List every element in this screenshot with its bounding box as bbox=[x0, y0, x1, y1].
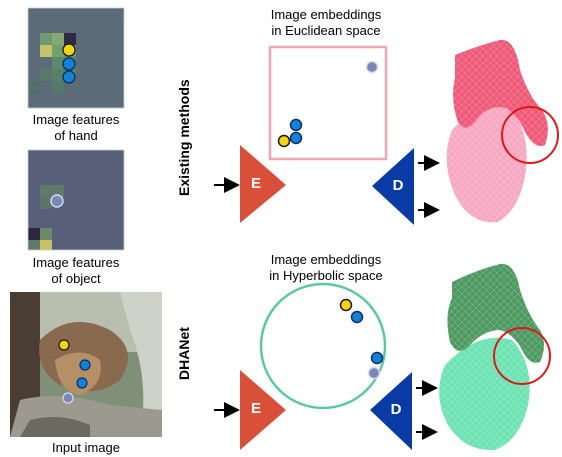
title-line: Image embeddings bbox=[270, 252, 382, 267]
input-image bbox=[10, 292, 162, 437]
highlight-circle bbox=[501, 106, 559, 164]
yellow-dot-icon bbox=[62, 43, 76, 57]
blue-dot-icon bbox=[62, 70, 76, 84]
encoder-top bbox=[214, 145, 286, 223]
blue-dot-icon bbox=[289, 118, 303, 132]
blue-dot-icon bbox=[62, 57, 76, 71]
hyperbolic-embedding-disk bbox=[259, 282, 387, 410]
gray-dot-icon bbox=[50, 194, 64, 208]
gray-dot-icon bbox=[365, 60, 379, 74]
mesh-dhanet bbox=[439, 263, 551, 451]
decoder-bottom bbox=[370, 372, 438, 450]
euclidean-embedding-box bbox=[268, 45, 388, 161]
encoder-bottom bbox=[214, 370, 286, 450]
encoder-label-bottom: E bbox=[250, 400, 261, 417]
row-label-dhanet: DHANet bbox=[176, 327, 192, 380]
yellow-dot-icon bbox=[277, 134, 291, 148]
blue-dot-icon bbox=[79, 359, 91, 371]
gray-dot-icon bbox=[367, 366, 381, 380]
euclidean-title: Image embeddings in Euclidean space bbox=[240, 7, 412, 39]
highlight-circle bbox=[493, 327, 551, 385]
mesh-existing bbox=[446, 39, 559, 223]
title-line: Image embeddings bbox=[270, 7, 382, 22]
object-feature-map bbox=[27, 149, 125, 251]
input-image-caption: Input image bbox=[52, 440, 120, 455]
encoder-label-top: E bbox=[250, 175, 261, 192]
hand-features-caption: Image features of hand bbox=[14, 112, 138, 144]
caption-line: of hand bbox=[54, 128, 98, 143]
yellow-dot-icon bbox=[339, 298, 353, 312]
hand-feature-map bbox=[27, 7, 125, 109]
blue-dot-icon bbox=[76, 377, 88, 389]
title-line: in Hyperbolic space bbox=[269, 268, 383, 283]
gray-dot-icon bbox=[62, 392, 74, 404]
row-label-existing: Existing methods bbox=[176, 79, 192, 196]
object-features-caption: Image features of object bbox=[14, 255, 138, 287]
decoder-label-bottom: D bbox=[390, 401, 402, 418]
blue-dot-icon bbox=[289, 131, 303, 145]
yellow-dot-icon bbox=[58, 339, 70, 351]
title-line: in Euclidean space bbox=[271, 23, 381, 38]
blue-dot-icon bbox=[350, 310, 364, 324]
caption-line: of object bbox=[51, 271, 101, 286]
decoder-label-top: D bbox=[392, 177, 404, 194]
hyperbolic-title: Image embeddings in Hyperbolic space bbox=[236, 252, 416, 284]
caption-line: Image features bbox=[32, 112, 120, 127]
decoder-top bbox=[372, 148, 440, 225]
caption-line: Image features bbox=[32, 255, 120, 270]
blue-dot-icon bbox=[370, 351, 384, 365]
